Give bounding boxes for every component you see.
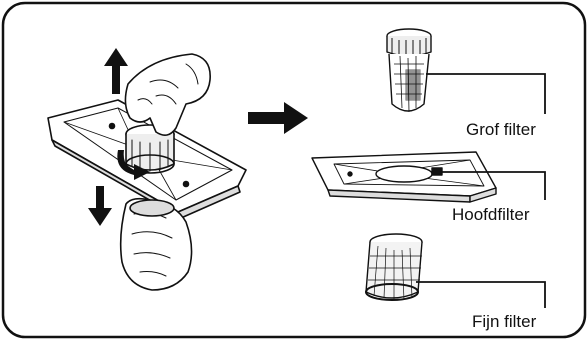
diagram-border xyxy=(3,3,585,337)
label-fine-filter: Fijn filter xyxy=(472,313,536,330)
main-filter-illustration xyxy=(312,152,496,202)
label-main-filter: Hoofdfilter xyxy=(452,206,529,223)
label-coarse-filter: Grof filter xyxy=(466,121,536,138)
coarse-filter-illustration xyxy=(387,29,431,112)
fine-filter-illustration xyxy=(366,234,422,300)
